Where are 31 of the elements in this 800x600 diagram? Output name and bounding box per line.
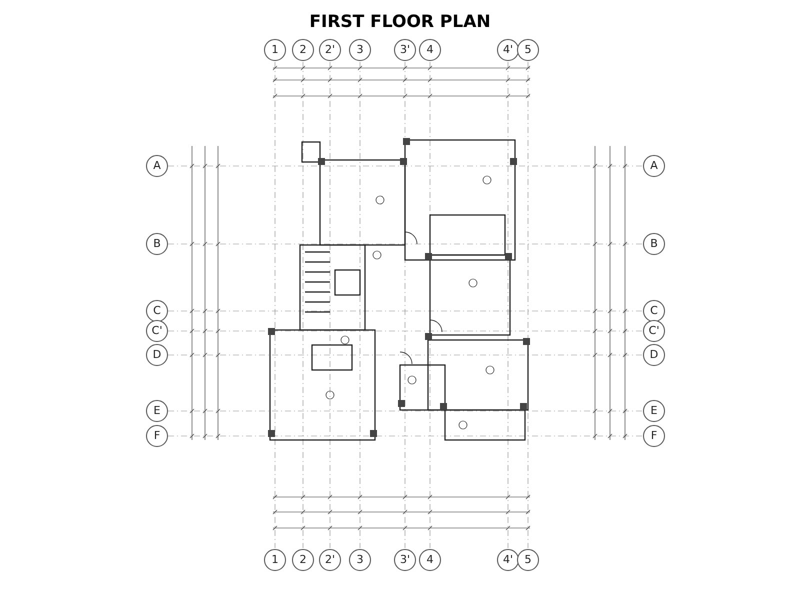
- grid-bubble: F: [146, 425, 168, 447]
- grid-bubble: 5: [517, 549, 539, 571]
- grid-bubble: 4': [497, 39, 519, 61]
- grid-bubble: 4: [419, 39, 441, 61]
- grid-bubble: 3: [349, 39, 371, 61]
- grid-bubble: C': [643, 320, 665, 342]
- grid-bubble: 3': [394, 549, 416, 571]
- grid-bubble: C': [146, 320, 168, 342]
- grid-bubble: E: [146, 400, 168, 422]
- grid-bubble: B: [146, 233, 168, 255]
- grid-bubble: 4': [497, 549, 519, 571]
- grid-bubble: B: [643, 233, 665, 255]
- grid-bubble: 5: [517, 39, 539, 61]
- grid-bubble: 3': [394, 39, 416, 61]
- grid-bubble: C: [643, 300, 665, 322]
- grid-bubble: 1: [264, 549, 286, 571]
- grid-bubble: 2: [292, 549, 314, 571]
- grid-bubble: 2: [292, 39, 314, 61]
- title: FIRST FLOOR PLAN: [308, 12, 492, 32]
- grid-bubble: C: [146, 300, 168, 322]
- grid-bubble: 3: [349, 549, 371, 571]
- grid-bubble: E: [643, 400, 665, 422]
- grid-bubble: 1: [264, 39, 286, 61]
- grid-bubble: 4: [419, 549, 441, 571]
- grid-bubble: F: [643, 425, 665, 447]
- grid-bubble: D: [643, 344, 665, 366]
- grid-bubble: D: [146, 344, 168, 366]
- grid-bubble: 2': [319, 549, 341, 571]
- grid-bubble: A: [643, 155, 665, 177]
- grid-bubble: 2': [319, 39, 341, 61]
- grid-bubble: A: [146, 155, 168, 177]
